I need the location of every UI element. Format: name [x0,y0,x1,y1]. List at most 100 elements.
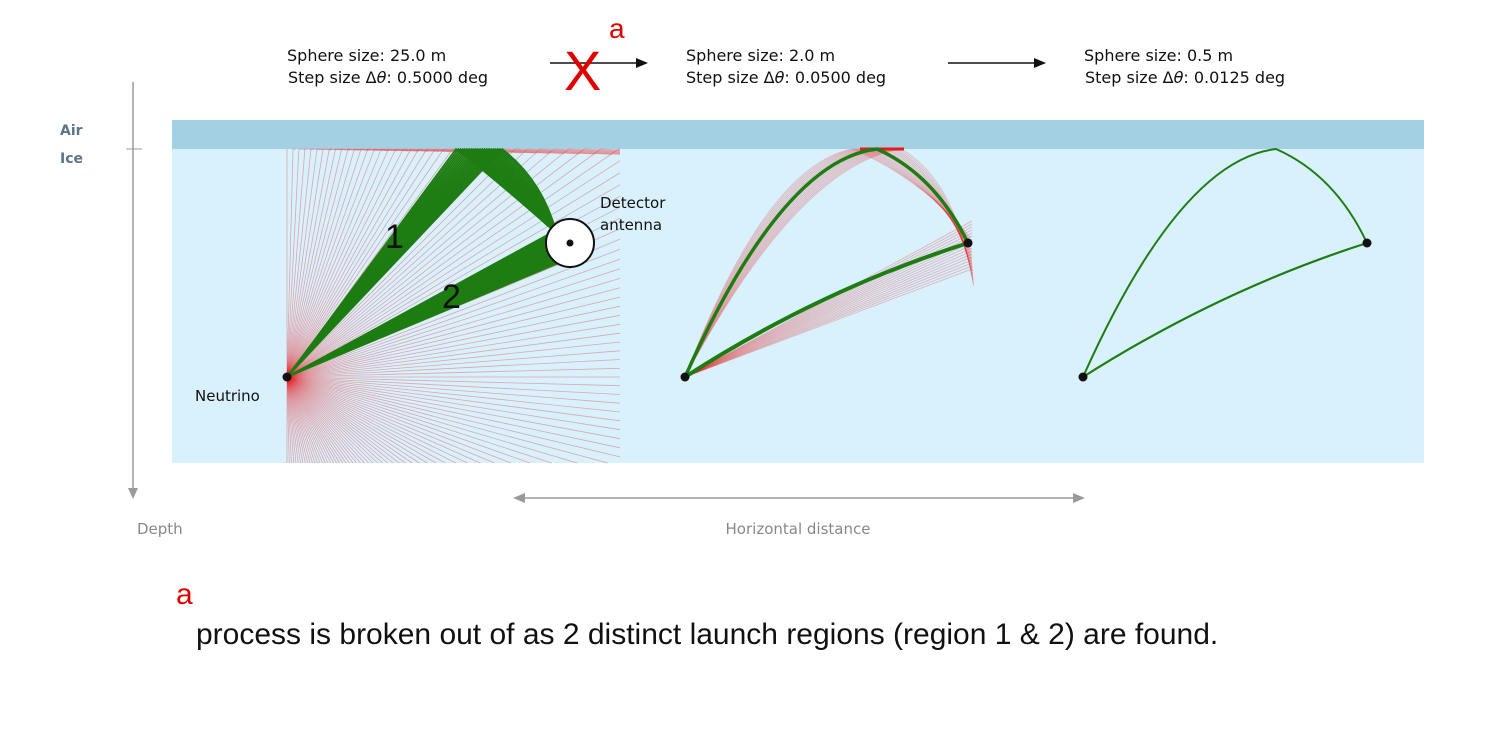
red-ray-bundle-reflected [684,148,973,378]
red-ray [286,376,413,464]
red-ray [286,376,374,464]
red-ray [286,376,297,464]
red-ray-reflection [388,148,440,152]
red-ray [286,148,419,378]
red-ray [286,148,404,378]
red-ray-bundle-direct [684,241,973,378]
red-ray-reflection [341,148,370,151]
red-ray-bundle-direct [684,259,973,378]
red-ray [286,376,456,464]
red-ray [286,376,311,464]
red-ray [286,376,313,464]
stage-1-green-solutions [286,147,561,378]
antenna-point-2 [963,238,973,248]
red-ray-reflection [316,148,333,151]
red-ray [286,184,621,378]
red-ray [286,376,481,464]
red-ray [286,376,468,464]
red-ray [286,376,365,464]
red-ray [286,376,383,464]
region-2-label: 2 [442,278,461,316]
red-ray [286,148,397,378]
red-ray-reflection [354,148,389,152]
red-ray [286,376,301,464]
red-ray [286,148,428,378]
neutrino-vertex-1 [282,372,292,382]
red-ray-bundle-direct [684,247,973,378]
red-ray [286,376,621,413]
red-ray [286,148,312,378]
red-ray [286,148,516,378]
red-ray [286,376,335,464]
red-ray-bundle-reflected [684,148,972,378]
stage-2-diagram [680,147,975,382]
detector-label-line2: antenna [600,216,662,234]
red-ray-reflection [395,148,451,153]
red-ray-bundle-direct [684,262,973,378]
red-ray-bundle-reflected [684,148,972,378]
red-ray [286,376,304,464]
red-ray [286,376,406,464]
red-ray [286,148,619,378]
neutrino-vertex-2 [680,372,690,382]
red-ray [286,376,621,422]
red-ray [286,376,323,464]
red-ray [286,148,375,378]
red-ray [286,376,361,464]
red-ray [286,376,446,464]
stop-superscript-a: a [609,13,625,44]
red-ray [286,148,343,378]
red-ray [286,376,344,464]
stage-arrow-1-to-2-head [636,58,648,68]
red-ray [286,376,308,464]
red-ray [286,376,621,440]
red-ray [286,376,512,464]
red-ray [286,376,341,464]
red-ray [286,376,621,404]
horizontal-distance-label: Horizontal distance [726,520,871,538]
red-ray [286,341,621,378]
red-ray [286,376,378,464]
red-ray-bundle-direct [684,253,973,378]
red-ray [286,376,420,464]
red-ray [286,376,400,464]
red-ray [286,160,621,378]
red-ray [286,376,329,464]
red-ray [286,376,321,464]
red-ray [286,172,621,378]
red-ray [286,148,382,378]
stage-2-sphere-size: Sphere size: 2.0 m [686,46,835,65]
red-ray [286,376,306,464]
stage-1-sphere-size: Sphere size: 25.0 m [287,46,446,65]
red-ray [286,148,294,378]
red-ray-reflection [310,148,323,150]
red-ray [286,376,621,387]
red-ray [286,376,350,464]
red-ray [286,148,336,378]
red-ray-reflection [348,148,379,151]
red-ray-reflection [600,148,621,151]
red-ray [286,376,621,431]
antenna-point-3 [1362,238,1372,248]
red-ray [286,376,318,464]
detector-label-line1: Detector [600,194,666,212]
red-ray [286,148,369,378]
red-ray-reflection [335,148,360,151]
red-ray [286,148,330,378]
red-ray [286,148,324,378]
red-ray [286,148,528,378]
red-ray [286,376,338,464]
neutrino-vertex-3 [1078,372,1088,382]
ice-label: Ice [60,151,83,167]
red-ray [286,376,332,464]
red-ray-reflection [503,148,612,155]
red-ray [286,148,300,378]
red-ray [286,376,428,464]
red-ray-bundle-direct [684,265,973,378]
red-ray [286,148,318,378]
red-ray [286,376,388,464]
red-ray-reflection [403,148,462,153]
red-ray [286,148,445,378]
red-ray-bundle-reflected [684,148,972,378]
red-ray [286,248,621,378]
